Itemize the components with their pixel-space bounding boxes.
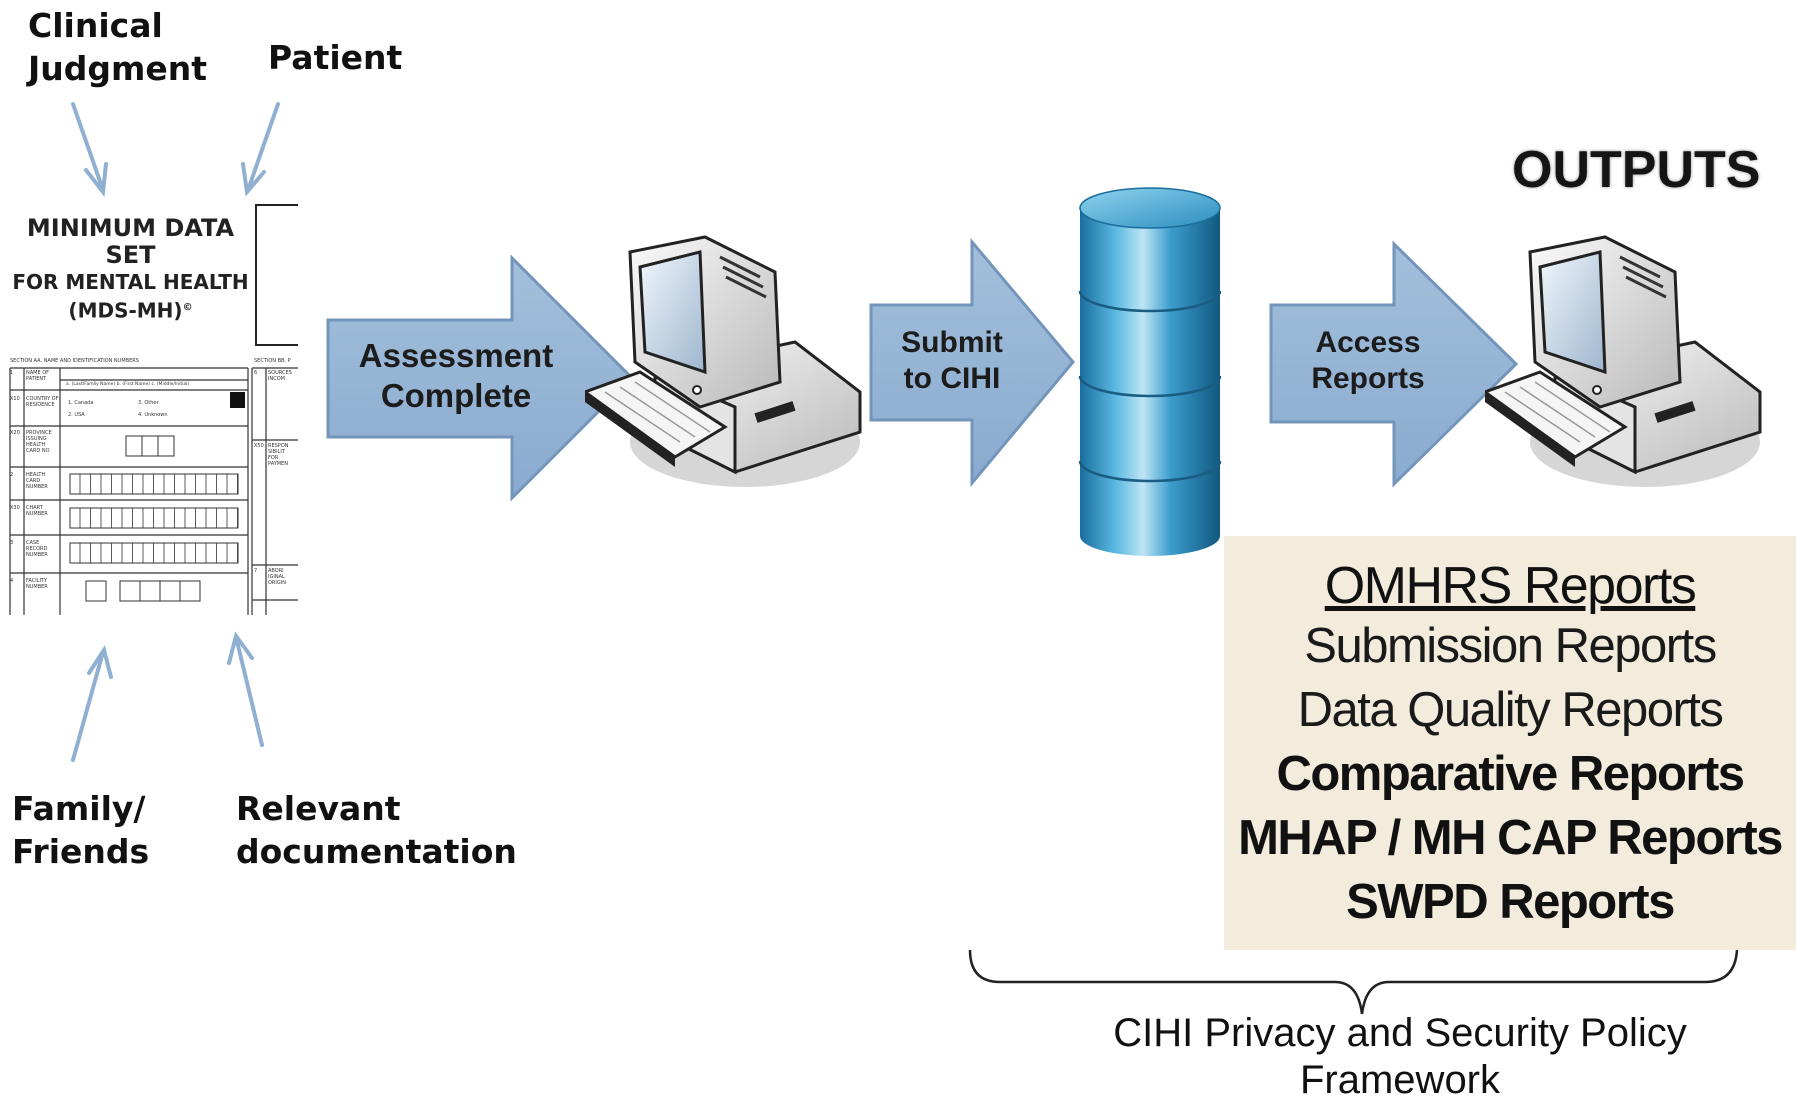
form-row-label: FACILITY NUMBER xyxy=(26,578,48,590)
form-title-line2: FOR MENTAL HEALTH xyxy=(12,270,249,294)
form-row-label: NAME OF PATIENT xyxy=(26,370,50,382)
form-row-num: X20 xyxy=(10,430,20,436)
label-family-friends: Family/ Friends xyxy=(12,789,150,871)
form-section-aa: SECTION AA. NAME AND IDENTIFICATION NUMB… xyxy=(10,358,139,364)
form-row-label: COUNTRY OF RESIDENCE xyxy=(26,396,59,408)
policy-brace xyxy=(968,949,1739,1015)
form-right-row-label: SOURCES INCOM xyxy=(268,370,292,382)
form-country-option: 3. Other xyxy=(138,400,159,406)
access-label: Access Reports xyxy=(1311,326,1425,395)
arrow-from-family-friends xyxy=(71,645,113,762)
form-right-row-label: ABORI IGINAL ORIGIN xyxy=(268,568,286,586)
submit-arrow xyxy=(869,237,1075,488)
report-item-swpd: SWPD Reports xyxy=(1346,875,1675,929)
form-title-line1: MINIMUM DATA SET xyxy=(26,214,235,269)
form-right-row-num: 7 xyxy=(254,568,258,574)
access-arrow xyxy=(1269,240,1519,488)
computer-icon xyxy=(585,235,862,487)
arrow-from-patient xyxy=(241,102,280,197)
form-row-num: 4 xyxy=(10,578,14,584)
form-row-label: PROVINCE ISSUING HEALTH CARD NO xyxy=(26,430,52,454)
form-country-option: 1. Canada xyxy=(68,400,94,406)
form-row-num: X30 xyxy=(10,505,20,511)
report-item-data-quality: Data Quality Reports xyxy=(1297,683,1724,737)
form-name-fields: a. (Last/Family Name) b. (First Name) c.… xyxy=(66,382,190,387)
report-item-submission: Submission Reports xyxy=(1304,619,1717,673)
form-grid xyxy=(9,204,298,615)
form-country-option: 4. Unknown xyxy=(138,412,168,418)
form-row-label: CHART NUMBER xyxy=(26,505,48,517)
form-country-option: 2. USA xyxy=(68,412,85,418)
form-right-row-num: X50 xyxy=(254,443,264,449)
computer-icon xyxy=(1485,235,1762,487)
form-row-label: CASE RECORD NUMBER xyxy=(26,540,48,558)
assessment-label: Assessment Complete xyxy=(358,337,554,414)
form-title: MINIMUM DATA SET FOR MENTAL HEALTH (MDS-… xyxy=(8,215,253,324)
arrow-from-clinical-judgment xyxy=(71,102,108,198)
reports-panel: OMHRS Reports Submission Reports Data Qu… xyxy=(1224,536,1796,950)
form-row-num: 2 xyxy=(10,472,14,478)
mds-mh-form: MINIMUM DATA SET FOR MENTAL HEALTH (MDS-… xyxy=(8,200,298,615)
form-row-num: 3 xyxy=(10,540,14,546)
form-row-num: X10 xyxy=(10,396,20,402)
arrow-from-relevant-documentation xyxy=(227,631,264,747)
label-relevant-documentation: Relevant documentation xyxy=(236,789,517,871)
form-copyright: © xyxy=(182,302,193,313)
label-patient: Patient xyxy=(268,38,403,77)
source-arrows xyxy=(71,102,280,762)
assessment-arrow xyxy=(326,254,635,502)
reports-heading: OMHRS Reports xyxy=(1324,557,1697,615)
form-row-label: HEALTH CARD NUMBER xyxy=(26,472,48,490)
report-item-comparative: Comparative Reports xyxy=(1276,747,1745,801)
database-icon xyxy=(1078,187,1222,556)
form-section-bb: SECTION BB. P xyxy=(254,358,291,364)
form-title-line3: (MDS-MH) xyxy=(68,298,183,323)
label-clinical-judgment: Clinical Judgment xyxy=(28,6,208,88)
report-item-mhap: MHAP / MH CAP Reports xyxy=(1238,811,1783,865)
form-row-num: 1 xyxy=(10,370,14,376)
privacy-framework-label: CIHI Privacy and Security Policy Framewo… xyxy=(1113,1011,1687,1102)
form-right-row-label: RESPON SIBILIT FOR PAYMEN xyxy=(268,443,289,467)
submit-label: Submit to CIHI xyxy=(901,326,1003,395)
outputs-title: OUTPUTS xyxy=(1512,141,1761,199)
form-right-row-num: 6 xyxy=(254,370,258,376)
